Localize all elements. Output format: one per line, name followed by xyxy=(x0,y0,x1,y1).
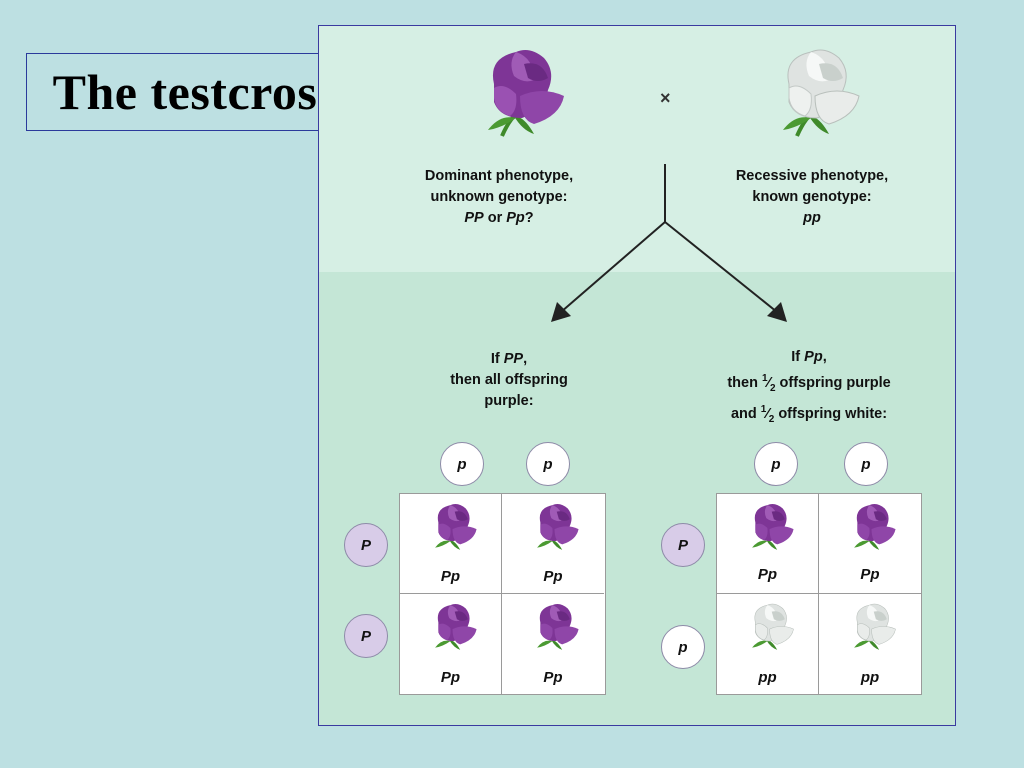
fraction-half: 1⁄2 xyxy=(760,403,775,425)
genotype-PP: PP xyxy=(503,351,524,367)
fraction-half: 1⁄2 xyxy=(761,373,776,394)
cell-genotype: pp xyxy=(758,669,777,686)
right-side-allele-2: p xyxy=(661,625,705,669)
genotype-pp: pp xyxy=(803,210,821,226)
genotype-PP: PP xyxy=(464,210,484,226)
right-parent-line1: Recessive phenotype, xyxy=(735,168,889,184)
right-outcome-line3: and 1⁄2 offspring white: xyxy=(699,399,919,430)
then-text: then xyxy=(727,374,762,391)
title-box: The testcross xyxy=(26,53,364,131)
right-outcome-line2: then 1⁄2 offspring purple xyxy=(699,368,919,399)
left-outcome-line1: If PP, xyxy=(409,349,609,370)
purple-flower-icon xyxy=(752,504,794,550)
left-side-allele-2: P xyxy=(344,614,388,658)
white-text: offspring white: xyxy=(774,405,888,422)
right-parent-caption: Recessive phenotype, known genotype: pp xyxy=(702,166,922,229)
left-top-allele-1: p xyxy=(440,442,484,486)
cell-genotype: pp xyxy=(860,669,880,686)
punnett-cell: pp xyxy=(717,594,819,694)
right-outcome-line1: If Pp, xyxy=(699,347,919,368)
white-flower-icon xyxy=(783,49,860,137)
genotype-Pp: Pp xyxy=(804,349,823,365)
left-punnett-square: Pp Pp Pp Pp xyxy=(399,493,606,695)
cell-genotype: Pp xyxy=(440,669,461,686)
cross-symbol: × xyxy=(660,88,671,108)
punnett-cell: pp xyxy=(819,594,921,694)
left-parent-line1: Dominant phenotype, xyxy=(424,168,574,184)
punnett-cell: Pp xyxy=(502,494,604,594)
diagram-panel: × Dominant phenotype, unknown genotype: … xyxy=(318,25,956,726)
purple-flower-icon xyxy=(537,604,579,650)
cell-genotype: Pp xyxy=(543,669,563,686)
left-top-allele-2: p xyxy=(526,442,570,486)
right-parent-line2: known genotype: xyxy=(752,189,872,205)
parents-section xyxy=(319,26,955,272)
fraction-denominator: 2 xyxy=(769,382,776,394)
right-punnett-square: Pp Pp pp pp xyxy=(716,493,922,695)
purple-flower-icon xyxy=(854,504,896,550)
left-side-allele-1: P xyxy=(344,523,388,567)
fraction-numerator: 1 xyxy=(761,373,768,384)
purple-flower-icon xyxy=(537,504,579,550)
slide-title: The testcross xyxy=(52,64,338,120)
punnett-cell: Pp xyxy=(400,594,502,694)
if-text: If xyxy=(791,349,805,365)
purple-flower-icon xyxy=(435,504,477,550)
white-flower-icon xyxy=(752,603,794,650)
cell-genotype: Pp xyxy=(860,566,880,583)
arrow-icon xyxy=(551,164,787,322)
purple-text: offspring purple xyxy=(775,374,891,391)
punnett-cell: Pp xyxy=(400,494,502,594)
cell-genotype: Pp xyxy=(543,568,563,585)
right-top-allele-1: p xyxy=(754,442,798,486)
punnett-cell: Pp xyxy=(819,494,921,594)
white-flower-icon xyxy=(854,603,896,650)
punnett-cell: Pp xyxy=(717,494,819,594)
right-parent-line3: pp xyxy=(702,208,922,229)
question-mark: ? xyxy=(524,210,534,226)
left-parent-line2: unknown genotype: xyxy=(430,189,568,205)
fraction-denominator: 2 xyxy=(768,413,775,425)
genotype-Pp: Pp xyxy=(506,210,525,226)
or-text: or xyxy=(483,210,507,226)
right-side-allele-1: P xyxy=(661,523,705,567)
comma: , xyxy=(822,349,827,365)
left-outcome-line2: then all offspring xyxy=(450,372,568,388)
cell-genotype: Pp xyxy=(440,568,461,585)
purple-flower-icon xyxy=(435,604,477,650)
cell-genotype: Pp xyxy=(757,566,778,583)
left-outcome-caption: If PP, then all offspring purple: xyxy=(409,349,609,412)
left-outcome-line3: purple: xyxy=(484,393,534,409)
if-text: If xyxy=(490,351,504,367)
left-parent-caption: Dominant phenotype, unknown genotype: PP… xyxy=(389,166,609,229)
left-parent-line3: PP or Pp? xyxy=(389,208,609,229)
and-text: and xyxy=(730,405,761,422)
purple-flower-icon xyxy=(488,50,564,137)
right-outcome-caption: If Pp, then 1⁄2 offspring purple and 1⁄2… xyxy=(699,347,919,429)
right-top-allele-2: p xyxy=(844,442,888,486)
comma: , xyxy=(523,351,528,367)
fraction-numerator: 1 xyxy=(760,403,767,415)
punnett-cell: Pp xyxy=(502,594,604,694)
